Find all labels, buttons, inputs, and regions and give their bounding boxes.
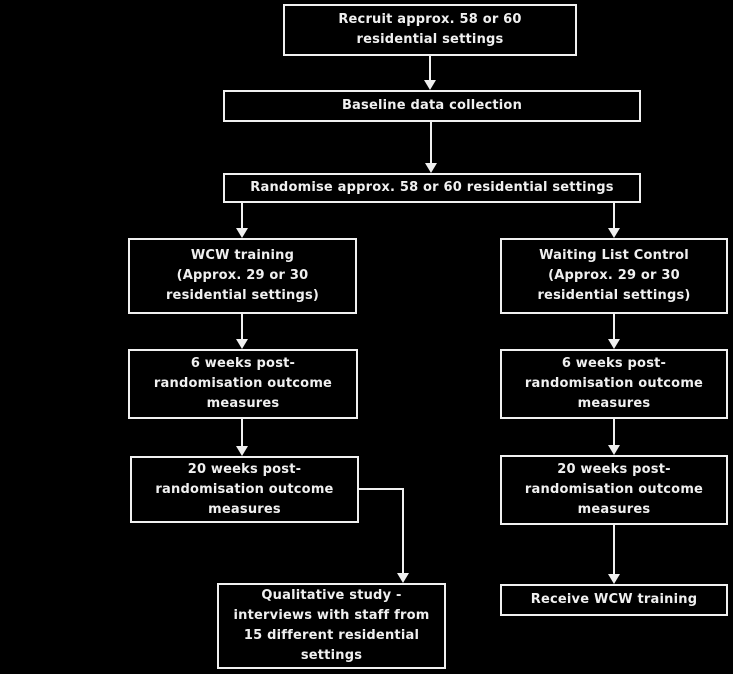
node-right-20-weeks-outcome: 20 weeks post- randomisation outcome mea…: [500, 455, 728, 525]
arrow-recruit-to-baseline-head: [424, 80, 436, 90]
elbow-left-20w-to-qualitative-vline: [402, 488, 404, 573]
arrow-randomise-to-wlc-head: [608, 228, 620, 238]
node-qualitative-study: Qualitative study - interviews with staf…: [217, 583, 446, 669]
node-baseline-data-collection: Baseline data collection: [223, 90, 641, 122]
node-receive-training-label: Receive WCW training: [530, 592, 698, 607]
node-recruit-label: Recruit approx. 58 or 60 residential set…: [338, 12, 522, 47]
node-left-6-weeks-label: 6 weeks post- randomisation outcome meas…: [153, 356, 333, 411]
arrow-baseline-to-randomise-head: [425, 163, 437, 173]
node-randomise-label: Randomise approx. 58 or 60 residential s…: [250, 180, 614, 195]
arrow-randomise-to-wlc-line: [613, 203, 615, 228]
elbow-left-20w-to-qualitative-hline: [358, 488, 404, 490]
arrow-wcw-to-left-6w-line: [241, 314, 243, 339]
arrow-left-6w-to-left-20w-head: [236, 446, 248, 456]
arrow-wlc-to-right-6w-head: [608, 339, 620, 349]
node-left-6-weeks-outcome: 6 weeks post- randomisation outcome meas…: [128, 349, 358, 419]
node-waiting-list-control: Waiting List Control (Approx. 29 or 30 r…: [500, 238, 728, 314]
arrow-left-6w-to-left-20w-line: [241, 419, 243, 446]
node-right-6-weeks-label: 6 weeks post- randomisation outcome meas…: [524, 356, 704, 411]
arrow-randomise-to-wcw-head: [236, 228, 248, 238]
node-waiting-list-control-label: Waiting List Control (Approx. 29 or 30 r…: [537, 248, 691, 303]
arrow-wlc-to-right-6w-line: [613, 314, 615, 339]
arrow-baseline-to-randomise-line: [430, 122, 432, 163]
arrow-wcw-to-left-6w-head: [236, 339, 248, 349]
node-right-20-weeks-label: 20 weeks post- randomisation outcome mea…: [524, 462, 704, 517]
node-baseline-label: Baseline data collection: [341, 98, 523, 113]
arrow-randomise-to-wcw-line: [241, 203, 243, 228]
node-recruit: Recruit approx. 58 or 60 residential set…: [283, 4, 577, 56]
node-randomise: Randomise approx. 58 or 60 residential s…: [223, 173, 641, 203]
arrow-right-20w-to-receive-head: [608, 574, 620, 584]
node-receive-wcw-training: Receive WCW training: [500, 584, 728, 616]
node-wcw-training-label: WCW training (Approx. 29 or 30 residenti…: [165, 248, 320, 303]
arrow-right-6w-to-right-20w-head: [608, 445, 620, 455]
node-wcw-training: WCW training (Approx. 29 or 30 residenti…: [128, 238, 357, 314]
node-right-6-weeks-outcome: 6 weeks post- randomisation outcome meas…: [500, 349, 728, 419]
node-left-20-weeks-outcome: 20 weeks post- randomisation outcome mea…: [130, 456, 359, 523]
arrow-recruit-to-baseline-line: [429, 56, 431, 80]
arrow-right-6w-to-right-20w-line: [613, 419, 615, 445]
node-left-20-weeks-label: 20 weeks post- randomisation outcome mea…: [155, 461, 334, 517]
arrow-right-20w-to-receive-line: [613, 525, 615, 574]
node-qualitative-study-label: Qualitative study - interviews with staf…: [233, 588, 430, 663]
elbow-left-20w-to-qualitative-head: [397, 573, 409, 583]
